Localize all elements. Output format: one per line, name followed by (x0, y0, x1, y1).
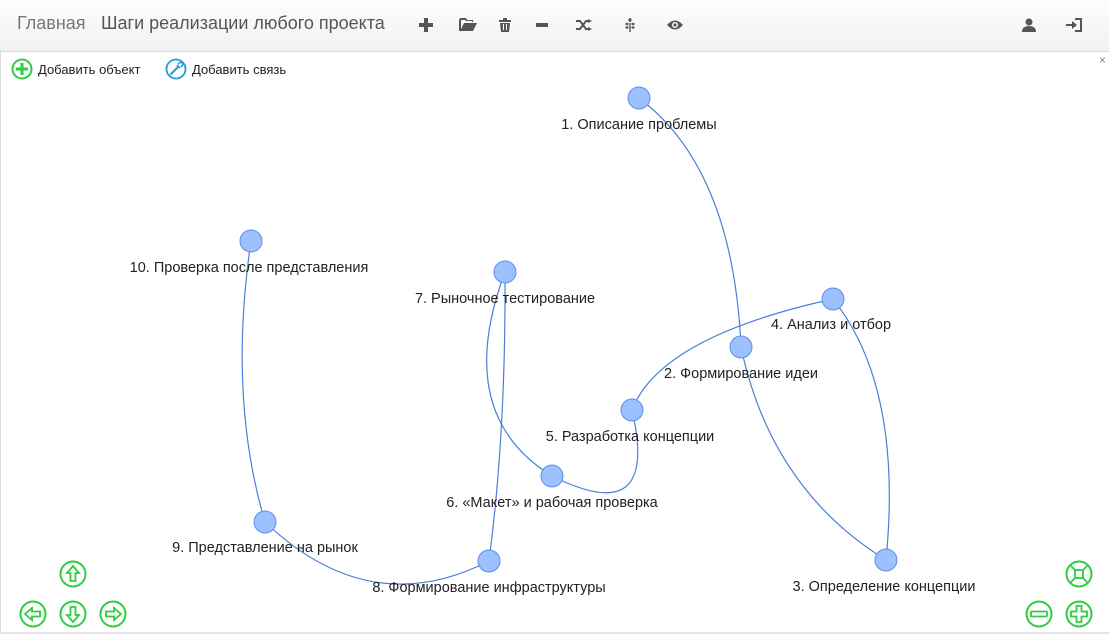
graph-edge[interactable] (740, 346, 887, 561)
graph-edge[interactable] (264, 521, 490, 585)
graph-node-label: 2. Формирование идеи (664, 366, 818, 382)
bottom-border (0, 632, 1109, 634)
graph-edge[interactable] (638, 97, 742, 348)
folder-open-icon[interactable] (457, 15, 479, 35)
graph-node-label: 6. «Макет» и рабочая проверка (446, 495, 658, 511)
graph-node-label: 9. Представление на рынок (172, 540, 358, 556)
graph-node[interactable] (729, 335, 753, 359)
fit-screen-icon[interactable] (1065, 560, 1093, 588)
add-link-button[interactable]: Добавить связь (165, 58, 286, 80)
arrow-up-icon[interactable] (59, 560, 87, 588)
graph-node[interactable] (477, 549, 501, 573)
close-icon[interactable]: × (1098, 53, 1106, 67)
left-border (0, 52, 1, 634)
add-circle-icon (11, 58, 33, 80)
graph-edge[interactable] (241, 240, 266, 523)
graph-node-label: 5. Разработка концепции (546, 429, 715, 445)
arrow-right-icon[interactable] (99, 600, 127, 628)
graph-node-label: 8. Формирование инфраструктуры (372, 580, 605, 596)
graph-node[interactable] (620, 398, 644, 422)
graph-node-label: 1. Описание проблемы (561, 117, 716, 133)
add-object-button[interactable]: Добавить объект (11, 58, 140, 80)
graph-edge[interactable] (631, 298, 834, 411)
eyedropper-icon (165, 58, 187, 80)
graph-node[interactable] (253, 510, 277, 534)
add-object-label: Добавить объект (38, 61, 141, 77)
graph-edge[interactable] (551, 409, 639, 494)
graph-canvas[interactable]: 1. Описание проблемы 2. Формирование идеи… (0, 52, 1109, 632)
graph-node[interactable] (493, 260, 517, 284)
graph-node-label: 3. Определение концепции (793, 579, 976, 595)
graph-node-label: 4. Анализ и отбор (771, 317, 891, 333)
trash-icon[interactable] (494, 15, 516, 35)
minus-icon[interactable] (531, 15, 553, 35)
arrow-left-icon[interactable] (19, 600, 47, 628)
graph-node[interactable] (239, 229, 263, 253)
grain-icon[interactable] (619, 15, 641, 35)
page-title: Шаги реализации любого проекта (101, 13, 385, 33)
graph-node-label: 10. Проверка после представления (130, 260, 369, 276)
add-link-label: Добавить связь (192, 61, 287, 77)
zoom-out-icon[interactable] (1025, 600, 1053, 628)
graph-node[interactable] (540, 464, 564, 488)
graph-edge[interactable] (486, 271, 553, 477)
plus-icon[interactable] (415, 15, 437, 35)
graph-node[interactable] (627, 86, 651, 110)
top-navbar: Главная Шаги реализации любого проекта (0, 0, 1109, 52)
arrow-down-icon[interactable] (59, 600, 87, 628)
graph-node[interactable] (821, 287, 845, 311)
graph-node-label: 7. Рыночное тестирование (415, 291, 595, 307)
graph-edge[interactable] (488, 271, 506, 562)
home-link[interactable]: Главная (17, 13, 86, 33)
random-icon[interactable] (573, 15, 595, 35)
zoom-in-icon[interactable] (1065, 600, 1093, 628)
eye-icon[interactable] (664, 15, 686, 35)
user-icon[interactable] (1018, 15, 1040, 35)
graph-node[interactable] (874, 548, 898, 572)
log-in-icon[interactable] (1063, 15, 1085, 35)
graph-edge[interactable] (832, 298, 890, 561)
